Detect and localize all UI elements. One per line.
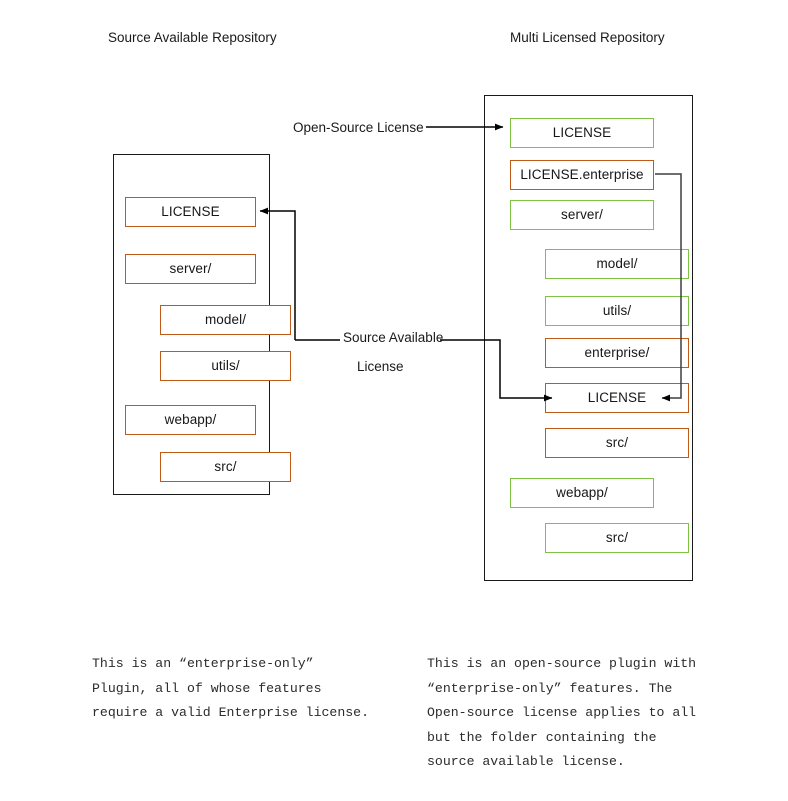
left-caption: This is an “enterprise-only” Plugin, all… (92, 656, 369, 720)
right-node-server: server/ (510, 200, 654, 230)
edge-label-source-available-line2: License (357, 359, 404, 374)
right-caption: This is an open-source plugin with “ente… (427, 656, 697, 769)
right-node-license: LICENSE (545, 383, 689, 413)
left-node-license: LICENSE (125, 197, 256, 227)
right-node-webapp: webapp/ (510, 478, 654, 508)
left-column-title: Source Available Repository (108, 30, 277, 45)
right-node-src: src/ (545, 523, 689, 553)
right-node-src: src/ (545, 428, 689, 458)
right-column-title: Multi Licensed Repository (510, 30, 665, 45)
multi-licensed-repository-container (484, 95, 693, 581)
left-node-webapp: webapp/ (125, 405, 256, 435)
left-node-src: src/ (160, 452, 291, 482)
right-node-utils: utils/ (545, 296, 689, 326)
right-node-model: model/ (545, 249, 689, 279)
edge-label-source-available-line1: Source Available (343, 330, 444, 345)
left-node-utils: utils/ (160, 351, 291, 381)
right-node-license: LICENSE (510, 118, 654, 148)
right-node-enterprise: enterprise/ (545, 338, 689, 368)
left-node-model: model/ (160, 305, 291, 335)
edge-label-open-source-license: Open-Source License (293, 120, 424, 135)
left-node-server: server/ (125, 254, 256, 284)
right-node-license-enterprise: LICENSE.enterprise (510, 160, 654, 190)
